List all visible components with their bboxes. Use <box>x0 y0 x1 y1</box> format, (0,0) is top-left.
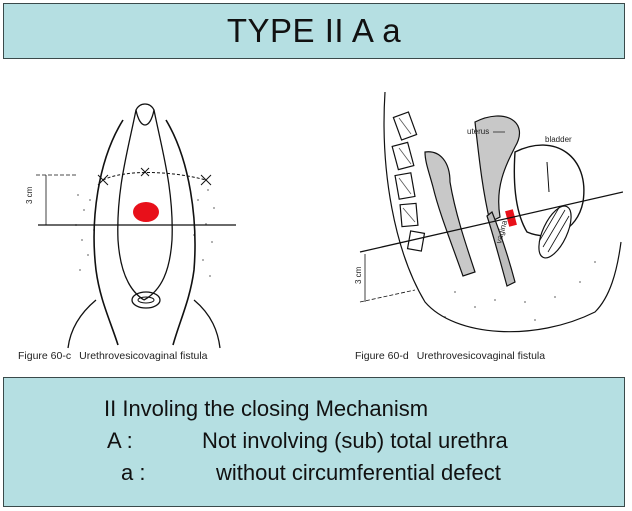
rectum <box>425 152 475 276</box>
classification-code-a: a : <box>121 460 145 486</box>
classification-text-A: Not involving (sub) total urethra <box>202 428 508 454</box>
figure-60d: 3 cm uterus bladder vagina Figure 60-dUr… <box>355 92 623 372</box>
suture-marks <box>98 168 211 185</box>
title-bar: TYPE II A a <box>3 3 625 59</box>
frontal-view-drawing: 3 cm <box>18 100 258 350</box>
measure-label: 3 cm <box>25 186 34 204</box>
label-uterus: uterus <box>467 127 489 136</box>
classification-code-A: A : <box>107 428 133 454</box>
classification-box: II Involing the closing Mechanism A : No… <box>3 377 625 507</box>
classification-text-a: without circumferential defect <box>216 460 501 486</box>
sagittal-view-drawing: 3 cm uterus bladder vagina <box>355 92 623 352</box>
classification-line1: II Involing the closing Mechanism <box>104 396 428 422</box>
measure-label-sagittal: 3 cm <box>355 266 363 284</box>
label-bladder: bladder <box>545 135 572 144</box>
fistula-marker <box>133 202 159 222</box>
slide-title: TYPE II A a <box>227 12 401 50</box>
